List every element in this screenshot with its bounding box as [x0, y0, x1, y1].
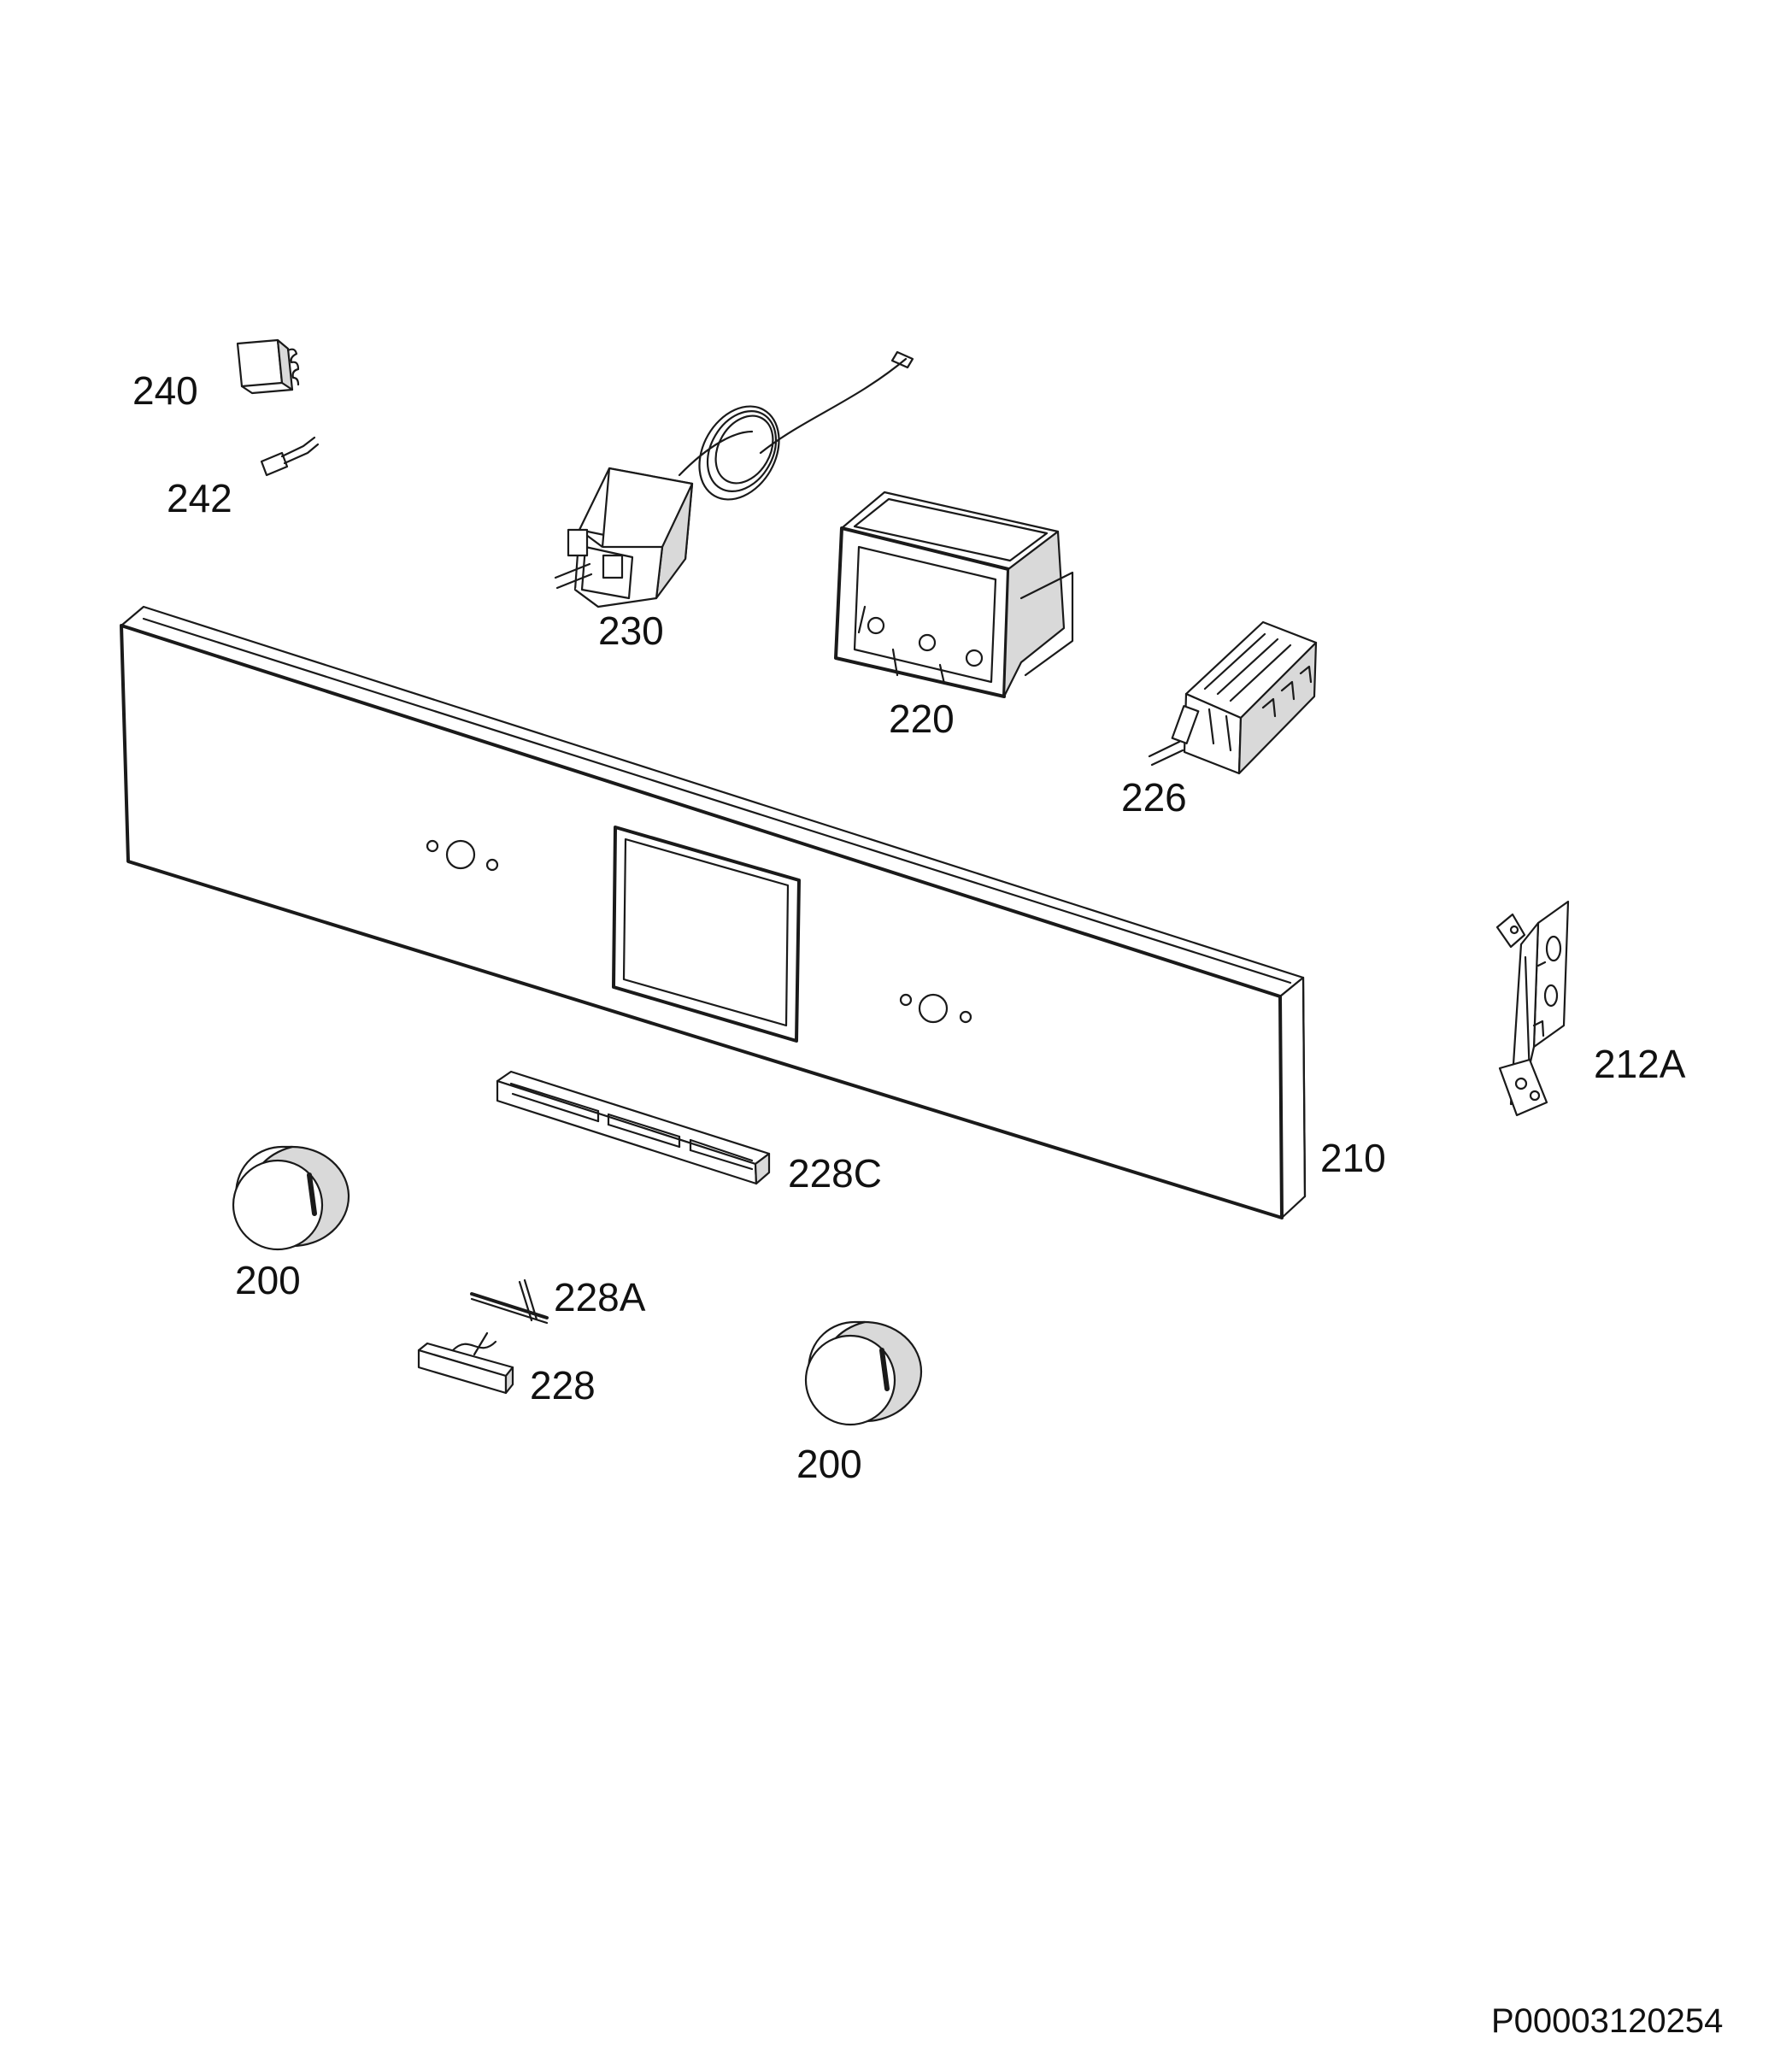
label-part-200-right: 200 [796, 1442, 862, 1486]
part-240-button-cap [236, 338, 300, 395]
part-228c-key-frame [496, 1070, 771, 1185]
part-212a-bracket [1495, 900, 1570, 1117]
drawing-code: P00003120254 [1491, 2002, 1724, 2040]
label-part-228: 228 [530, 1363, 596, 1407]
part-226-selector-switch [1148, 620, 1318, 775]
part-230-thermostat [554, 350, 914, 608]
part-228-key [417, 1331, 514, 1395]
part-200-knob-right [804, 1320, 923, 1426]
part-220-timer-module [834, 491, 1074, 698]
label-part-240: 240 [132, 368, 198, 413]
label-part-226: 226 [1121, 775, 1187, 820]
label-part-210: 210 [1320, 1136, 1386, 1180]
label-part-230: 230 [598, 608, 664, 653]
part-210-control-panel [120, 605, 1307, 1219]
part-228a-rod [470, 1278, 549, 1325]
label-part-212a: 212A [1594, 1042, 1686, 1086]
label-part-200-left: 200 [235, 1258, 301, 1302]
part-200-knob-left [232, 1145, 350, 1251]
label-part-228c: 228C [788, 1151, 882, 1196]
label-part-228a: 228A [554, 1275, 646, 1319]
label-part-242: 242 [167, 476, 232, 520]
label-part-220: 220 [889, 696, 955, 741]
part-242-pin [260, 436, 320, 477]
